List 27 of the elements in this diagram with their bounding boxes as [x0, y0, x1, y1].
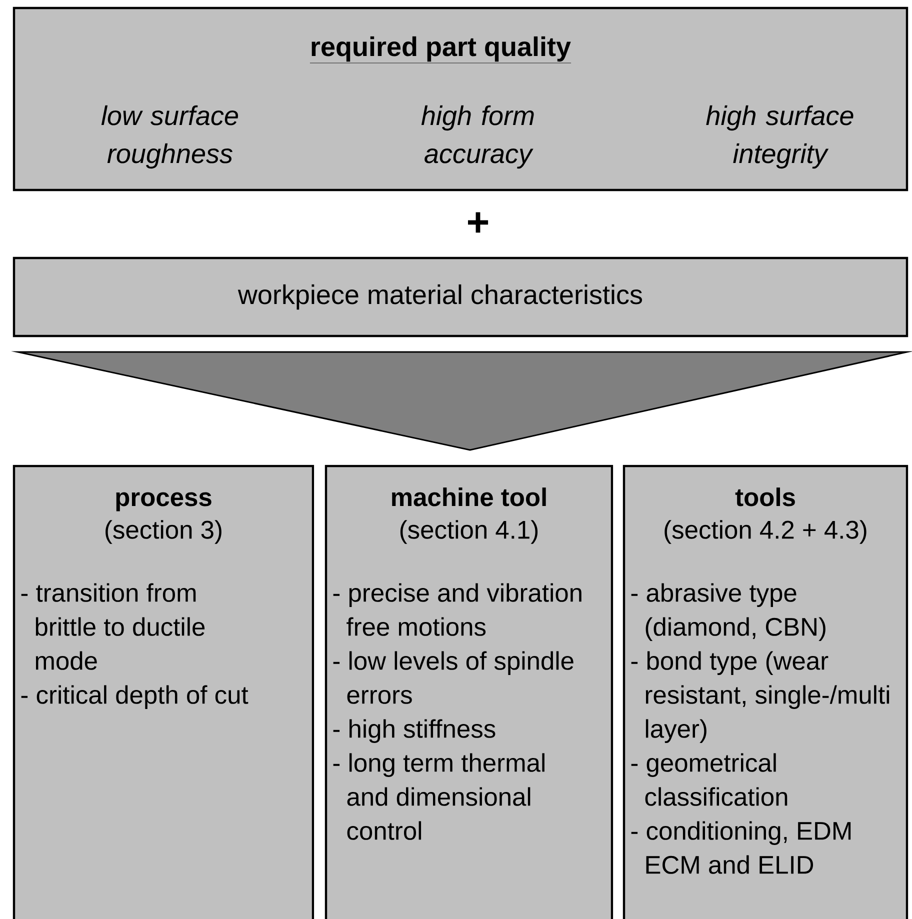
list-item: - long term thermal and dimensional control — [333, 753, 544, 840]
list-item: - transition from brittle to ductile mode — [21, 583, 205, 670]
quality-item: low surface roughness — [101, 105, 238, 169]
list-item: - abrasive type (diamond, CBN) — [631, 583, 826, 641]
section-reference: (section 4.1) — [400, 520, 538, 544]
text-box — [12, 256, 908, 338]
list-item: - low levels of spindle errors — [333, 651, 574, 704]
list-item: - geometrical classification — [631, 753, 788, 806]
list-item: - conditioning, EDM ECM and ELID — [631, 821, 851, 874]
column-box — [324, 464, 614, 919]
column-heading: machine tool — [392, 488, 546, 506]
list-item: - critical depth of cut — [21, 685, 248, 709]
column-heading: process — [116, 492, 212, 512]
list-item: - precise and vibration free motions — [333, 583, 582, 636]
quality-item: high form accuracy — [421, 105, 534, 169]
section-reference: (section 3) — [106, 520, 222, 544]
column-heading: tools — [735, 488, 795, 506]
box-label: workpiece material characteristics — [238, 284, 642, 310]
list-item: - high stiffness — [333, 719, 496, 743]
text-box — [12, 6, 908, 192]
quality-item: high surface integrity — [706, 105, 854, 169]
plus-sign: + — [468, 212, 488, 233]
column-box — [12, 464, 314, 919]
column-box — [622, 464, 908, 919]
section-reference: (section 4.2 + 4.3) — [664, 520, 866, 544]
list-item: - bond type (wear resistant, single-/multi layer) — [631, 651, 890, 743]
box-heading: required part quality — [310, 36, 572, 64]
